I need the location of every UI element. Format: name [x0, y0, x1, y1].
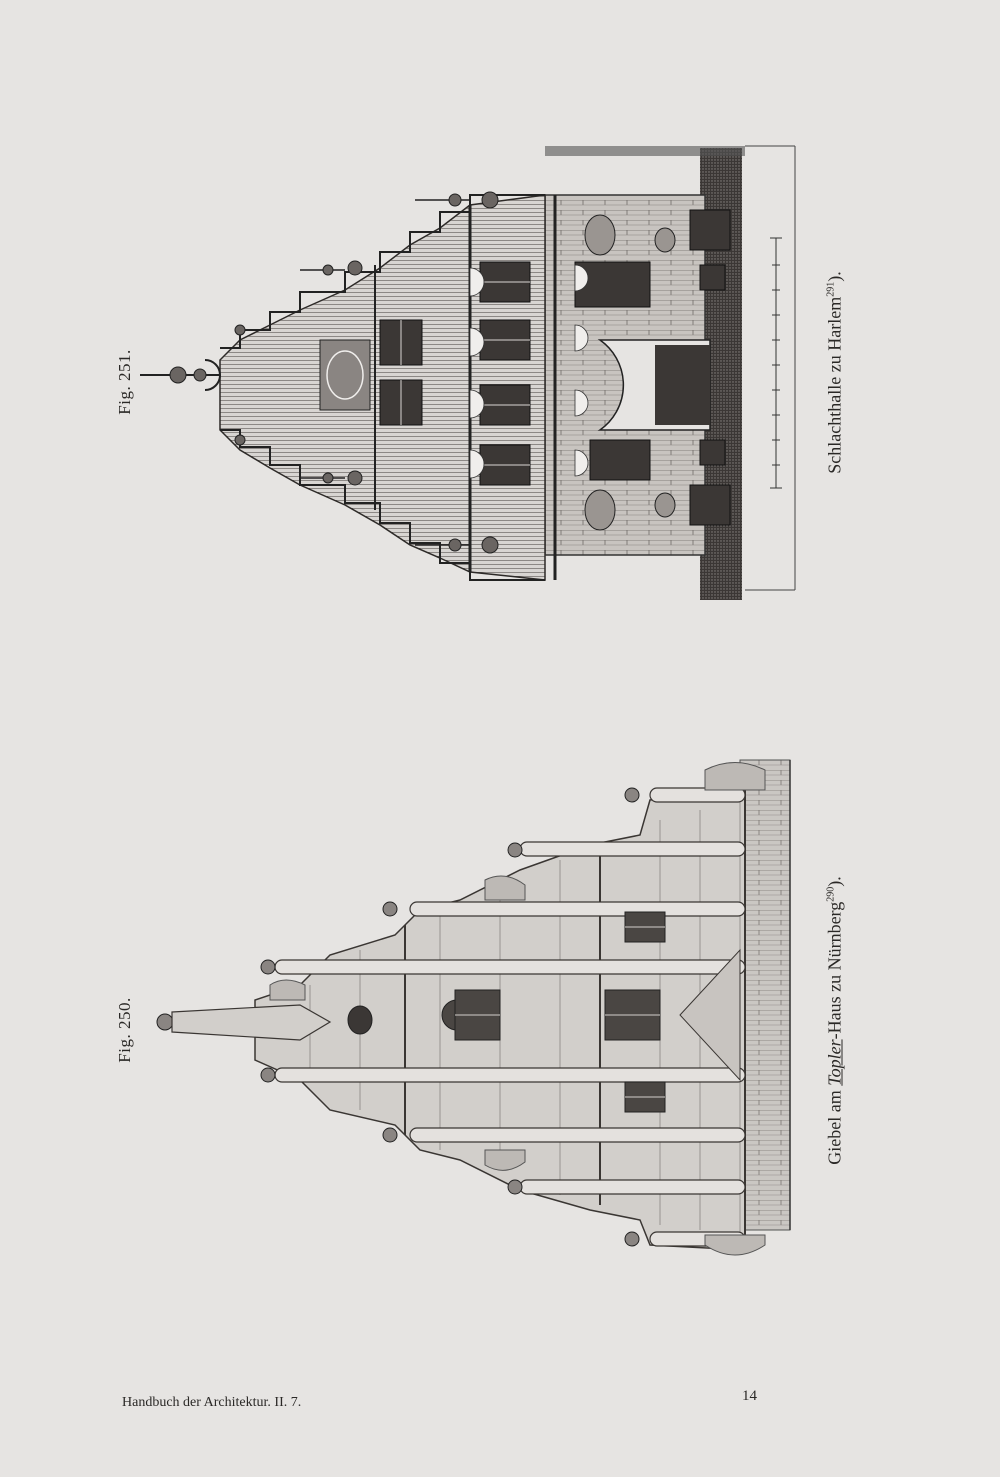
fig251-label: Fig. 251.: [115, 349, 134, 415]
fig250-caption-end: ).: [824, 876, 845, 887]
fig250-caption-pre: Giebel am: [824, 1085, 845, 1165]
fig250-caption-italic: Topler: [824, 1039, 845, 1086]
fig251-caption-text: Schlachthalle zu Harlem: [824, 296, 845, 474]
fig251-caption-footnote: 291: [825, 281, 837, 297]
fig250-caption-post: -Haus zu Nürnberg: [824, 901, 845, 1040]
fig251-scale-bar: [770, 237, 782, 489]
fig250-caption: Giebel am Topler-Haus zu Nürnberg290).: [825, 856, 846, 1186]
fig250-caption-footnote: 290: [825, 886, 837, 902]
fig251-drawing: [140, 145, 796, 600]
running-footer: Handbuch der Architektur. II. 7.: [122, 1395, 302, 1410]
fig250-drawing: [156, 759, 791, 1256]
fig250-label: Fig. 250.: [115, 997, 134, 1063]
fig251-caption: Schlachthalle zu Harlem291).: [825, 248, 846, 498]
page-number: 14: [742, 1388, 757, 1404]
fig251-caption-end: ).: [824, 271, 845, 282]
